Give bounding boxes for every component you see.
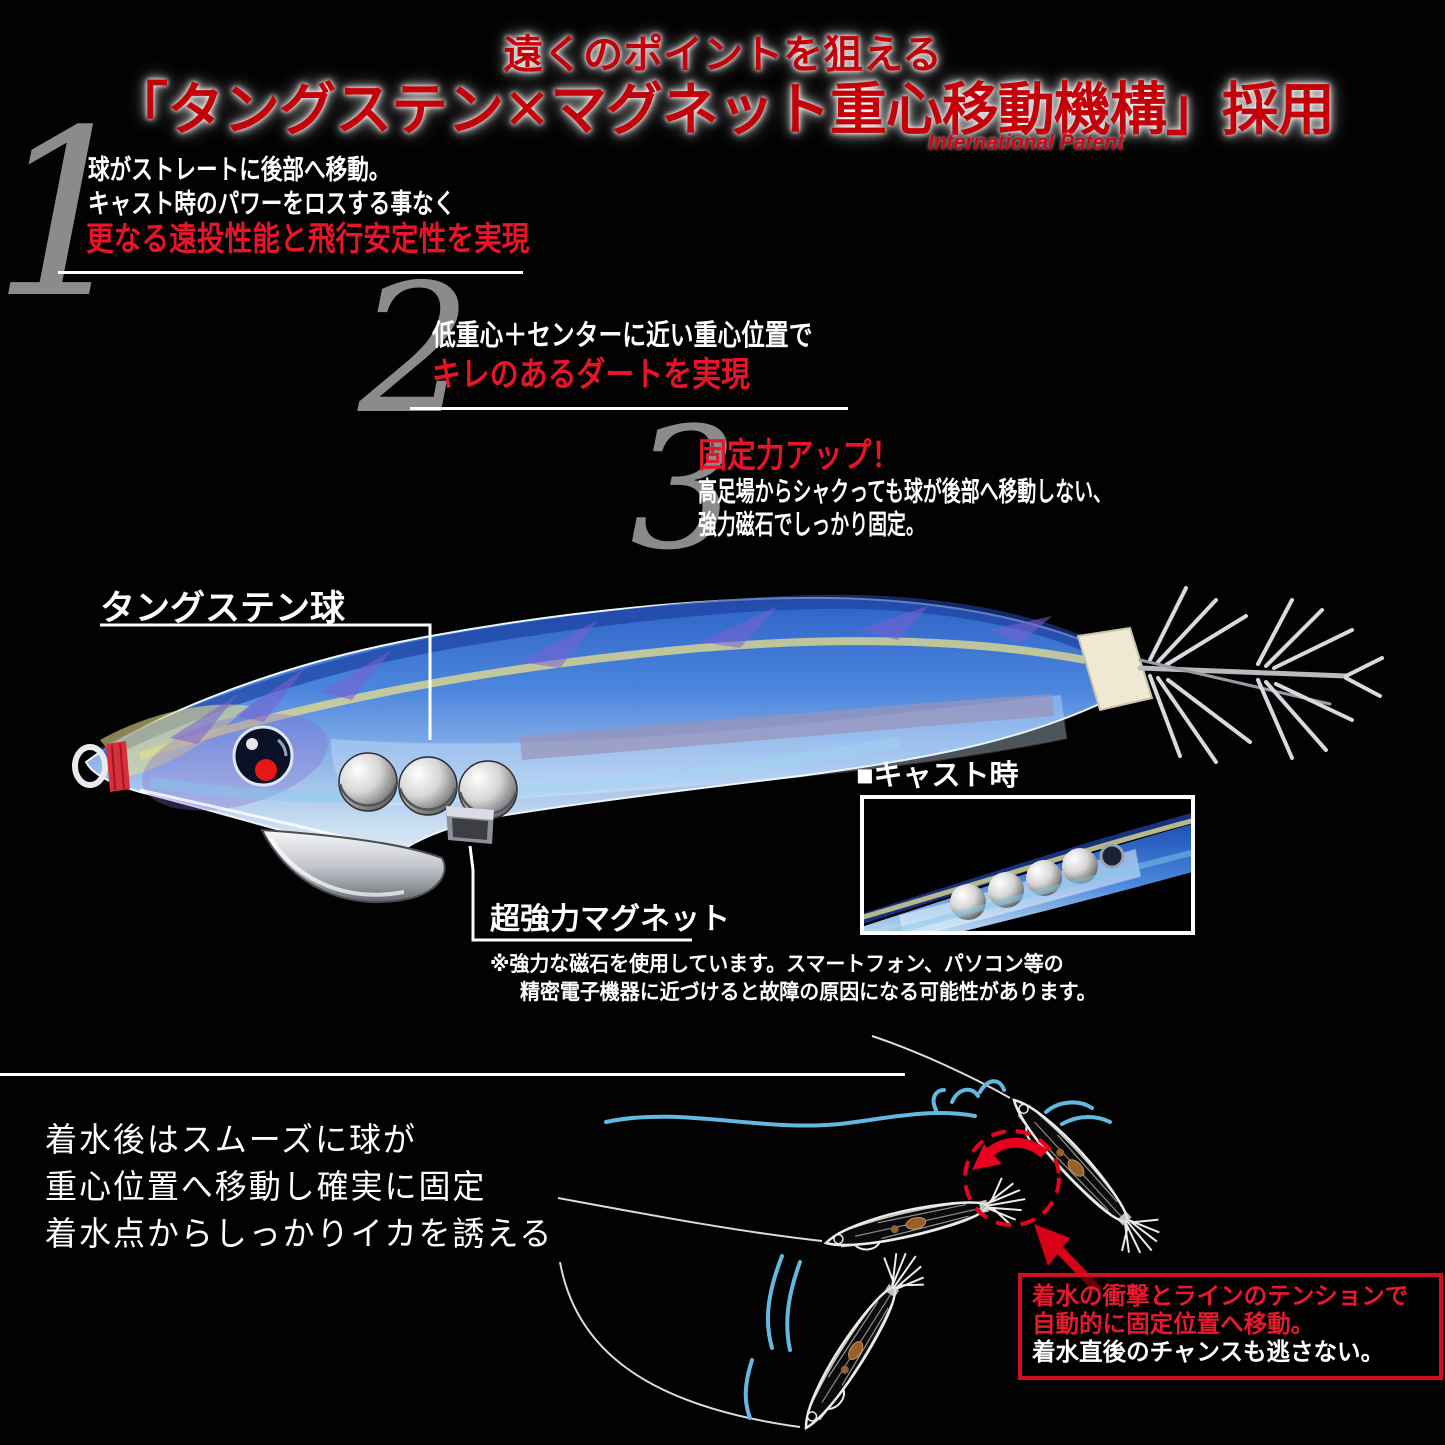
callout-box: 着水の衝撃とラインのテンションで 自動的に固定位置へ移動。 着水直後のチャンスも… [1018,1273,1443,1380]
keel-sinker [260,828,446,904]
divider-line-3 [0,1073,905,1076]
feature-3-number: 3 [630,391,737,587]
rotation-arrow [972,1137,1048,1170]
focus-dashed-circle [963,1129,1061,1227]
callout-white-line: 着水直後のチャンスも逃さない。 [1032,1339,1385,1366]
sink-diagram [557,1035,1172,1442]
cast-inset-photo [860,795,1195,935]
lure-eye [232,725,294,787]
line-eye [72,741,130,792]
body-pattern [170,606,1052,744]
divider-line-1 [58,271,523,274]
magnet-note-line-1: ※強力な磁石を使用しています。スマートフォン、パソコン等の [490,953,1064,976]
tungsten-balls [338,752,518,820]
feature-3-highlight: 固定力アップ！ [698,437,901,475]
splash-line-1: 着水後はスムーズに球が [45,1121,417,1158]
feature-1-number: 1 [0,82,139,349]
feature-2-highlight: キレのあるダートを実現 [432,356,750,394]
feature-3-line-1: 高足場からシャクっても球が後部へ移動しない、 [698,477,1112,507]
tungsten-ball-label: タングステン球 [100,589,346,628]
feature-1-highlight: 更なる遠投性能と飛行安定性を実現 [86,220,530,257]
feature-2-line-1: 低重心＋センターに近い重心位置で [432,320,813,352]
lure-illustration [72,586,1384,942]
cast-time-label: ■キャスト時 [856,760,1019,792]
tail-hooks [1076,586,1384,764]
water-surface [604,1079,1112,1420]
jig-sketch-middle [819,1172,1032,1268]
header-tagline: 遠くのポイントを狙える [503,33,942,77]
magnet-note-line-2: 精密電子機器に近づけると故障の原因になる可能性があります。 [520,981,1097,1004]
page-title: 「タングステン✕マグネット重心移動機構」採用 [111,78,1335,142]
patent-note: International Patent [928,131,1125,154]
magnet-label: 超強力マグネット [490,903,730,936]
divider-line-2 [410,407,848,410]
feature-3-line-2: 強力磁石でしっかり固定。 [698,510,925,540]
feature-1-line-2: キャスト時のパワーをロスする事なく [88,189,456,219]
callout-red-line-2: 自動的に固定位置へ移動。 [1032,1311,1315,1338]
jig-sketch-bottom [784,1241,936,1442]
splash-paragraph: 着水後はスムーズに球が 重心位置へ移動し確実に固定 着水点からしっかりイカを誘え… [45,1116,553,1257]
magnet [446,806,494,844]
splash-line-3: 着水点からしっかりイカを誘える [45,1215,554,1252]
pointer-lines [100,623,692,942]
splash-line-2: 重心位置へ移動し確実に固定 [45,1168,487,1205]
callout-red-line-1: 着水の衝撃とラインのテンションで [1032,1283,1409,1310]
jig-sketch-entry [995,1082,1172,1267]
fishing-lines [557,1035,1011,1428]
feature-1-line-1: 球がストレートに後部へ移動。 [88,155,391,185]
